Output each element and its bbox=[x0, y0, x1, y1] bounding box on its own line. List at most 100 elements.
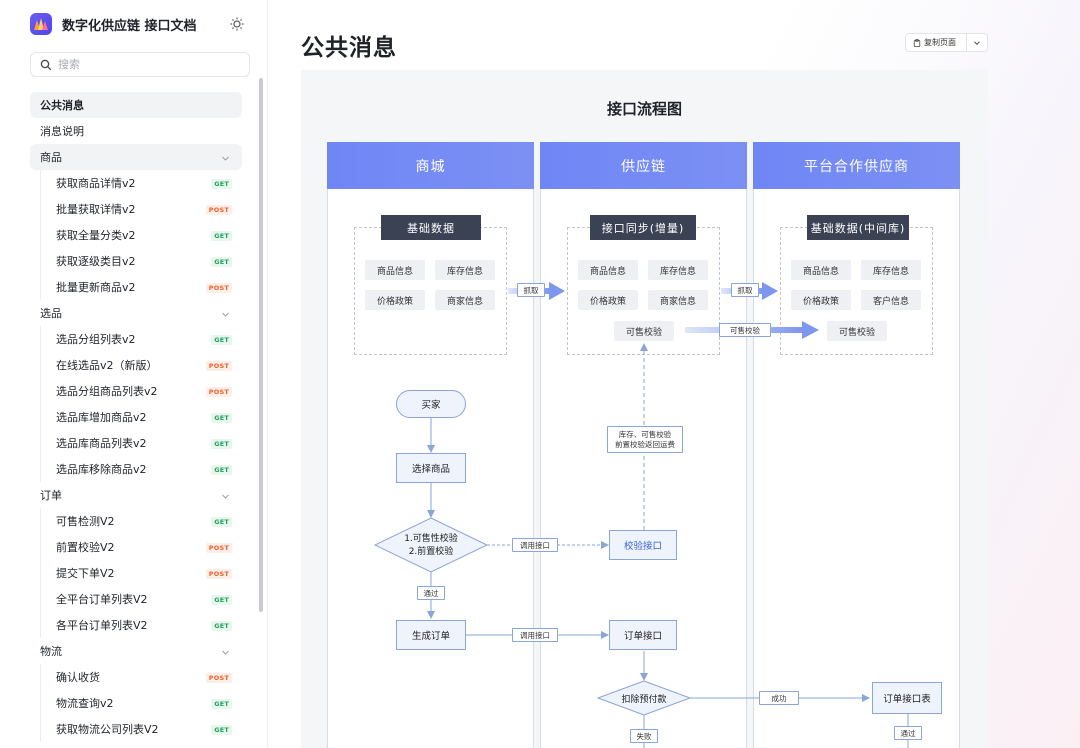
chevron-down-icon bbox=[221, 309, 230, 318]
nav-api-label: 选品分组商品列表v2 bbox=[56, 385, 158, 398]
lane-title-mall: 商城 bbox=[327, 142, 534, 189]
decision-line: 1.可售性校验 bbox=[404, 534, 458, 544]
nav-api-item[interactable]: 获取物流公司列表V2 GET bbox=[30, 716, 242, 742]
chain-chip: 库存信息 bbox=[648, 260, 708, 280]
nav-api-label: 批量获取详情v2 bbox=[56, 203, 136, 216]
nav-api-item[interactable]: 选品库增加商品v2 GET bbox=[30, 404, 242, 430]
method-badge: GET bbox=[211, 699, 232, 709]
clipboard-icon bbox=[913, 38, 921, 47]
nav-api-label: 确认收货 bbox=[56, 671, 100, 684]
method-badge: POST bbox=[205, 361, 232, 371]
decision-line: 2.前置校验 bbox=[408, 547, 454, 557]
copy-options-dropdown[interactable] bbox=[967, 34, 987, 51]
method-badge: GET bbox=[211, 725, 232, 735]
nav-group[interactable]: 物流 bbox=[30, 638, 242, 664]
mall-chip: 价格政策 bbox=[365, 290, 425, 310]
nav-item-message-guide[interactable]: 消息说明 bbox=[30, 118, 242, 144]
nav-group[interactable]: 商品 bbox=[30, 144, 242, 170]
chain-chip: 商家信息 bbox=[648, 290, 708, 310]
edge-label-grab: 抓取 bbox=[731, 283, 759, 297]
chevron-down-icon bbox=[221, 153, 230, 162]
node-create-order: 生成订单 bbox=[396, 620, 466, 650]
method-badge: GET bbox=[211, 517, 232, 527]
node-buyer: 买家 bbox=[396, 390, 466, 418]
decision-text: 1.可售性校验 2.前置校验 bbox=[385, 533, 477, 559]
edge-label-grab: 抓取 bbox=[517, 283, 545, 297]
nav-group-label: 商品 bbox=[40, 151, 62, 164]
flowchart-panel: 接口流程图 商城 供应链 平台合作供应商 基础数据 商品信息 库存信息 价格政策… bbox=[301, 70, 988, 748]
supplier-chip: 客户信息 bbox=[861, 290, 921, 310]
chevron-down-icon bbox=[221, 491, 230, 500]
mall-box-title: 基础数据 bbox=[381, 215, 481, 240]
nav-api-label: 在线选品v2（新版） bbox=[56, 359, 158, 372]
deduct-text: 扣除预付款 bbox=[621, 695, 667, 705]
nav-group[interactable]: 选品 bbox=[30, 300, 242, 326]
method-badge: POST bbox=[205, 543, 232, 553]
edge-label-pass: 通过 bbox=[894, 726, 922, 740]
copy-page-main[interactable]: 复制页面 bbox=[906, 34, 968, 51]
edge-label-pass: 通过 bbox=[417, 586, 445, 600]
note-line: 前置校验返回运费 bbox=[615, 439, 675, 449]
nav-item-public-message[interactable]: 公共消息 bbox=[30, 92, 242, 118]
nav-api-item[interactable]: 选品库商品列表v2 GET bbox=[30, 430, 242, 456]
method-badge: GET bbox=[211, 439, 232, 449]
nav-group[interactable]: 订单 bbox=[30, 482, 242, 508]
nav-api-label: 选品库增加商品v2 bbox=[56, 411, 147, 424]
supplier-box-title: 基础数据(中间库) bbox=[807, 215, 909, 240]
nav-api-label: 选品库商品列表v2 bbox=[56, 437, 147, 450]
theme-toggle-icon[interactable] bbox=[229, 16, 245, 32]
chain-box-title: 接口同步(增量) bbox=[590, 215, 696, 240]
note-return-freight: 库存、可售校验 前置校验返回运费 bbox=[607, 426, 683, 453]
mall-chip: 商品信息 bbox=[365, 260, 425, 280]
chain-chip: 商品信息 bbox=[578, 260, 638, 280]
method-badge: GET bbox=[211, 413, 232, 423]
mall-chip: 商家信息 bbox=[435, 290, 495, 310]
search-input[interactable] bbox=[58, 58, 238, 71]
lane-title-supplier: 平台合作供应商 bbox=[753, 142, 960, 189]
chevron-down-icon bbox=[221, 647, 230, 656]
search-box[interactable] bbox=[30, 52, 250, 77]
mall-chip: 库存信息 bbox=[435, 260, 495, 280]
nav-api-label: 获取物流公司列表V2 bbox=[56, 723, 159, 736]
lane-supplier: 平台合作供应商 bbox=[753, 142, 960, 748]
note-line: 库存、可售校验 bbox=[618, 429, 672, 439]
copy-page-label: 复制页面 bbox=[924, 38, 956, 47]
method-badge: GET bbox=[211, 179, 232, 189]
app-title: 数字化供应链 接口文档 bbox=[62, 18, 197, 34]
chain-sellable-chip: 可售校验 bbox=[614, 321, 674, 341]
supplier-sellable-chip: 可售校验 bbox=[827, 321, 887, 341]
sidebar: 数字化供应链 接口文档 公共消息消息说明商品获取商品详情v2GET批量获取详情v… bbox=[0, 0, 268, 748]
node-order-api: 订单接口 bbox=[609, 620, 677, 650]
node-order-table: 订单接口表 bbox=[872, 682, 942, 714]
supplier-chip: 商品信息 bbox=[791, 260, 851, 280]
method-badge: GET bbox=[211, 595, 232, 605]
edge-label-success: 成功 bbox=[759, 691, 799, 705]
copy-page-button[interactable]: 复制页面 bbox=[905, 33, 988, 52]
method-badge: POST bbox=[205, 569, 232, 579]
method-badge: GET bbox=[211, 465, 232, 475]
nav-api-item[interactable]: 在线选品v2（新版） POST bbox=[30, 352, 242, 378]
grab-arrow-1-head bbox=[549, 282, 565, 300]
node-check-api: 校验接口 bbox=[609, 530, 677, 560]
brand[interactable]: 数字化供应链 接口文档 bbox=[30, 12, 250, 36]
sidebar-scrollbar[interactable] bbox=[259, 78, 263, 612]
edge-label-call: 调用接口 bbox=[512, 538, 558, 552]
edge-label-call: 调用接口 bbox=[512, 628, 558, 642]
nav-api-label: 获取逐级类目v2 bbox=[56, 255, 136, 268]
